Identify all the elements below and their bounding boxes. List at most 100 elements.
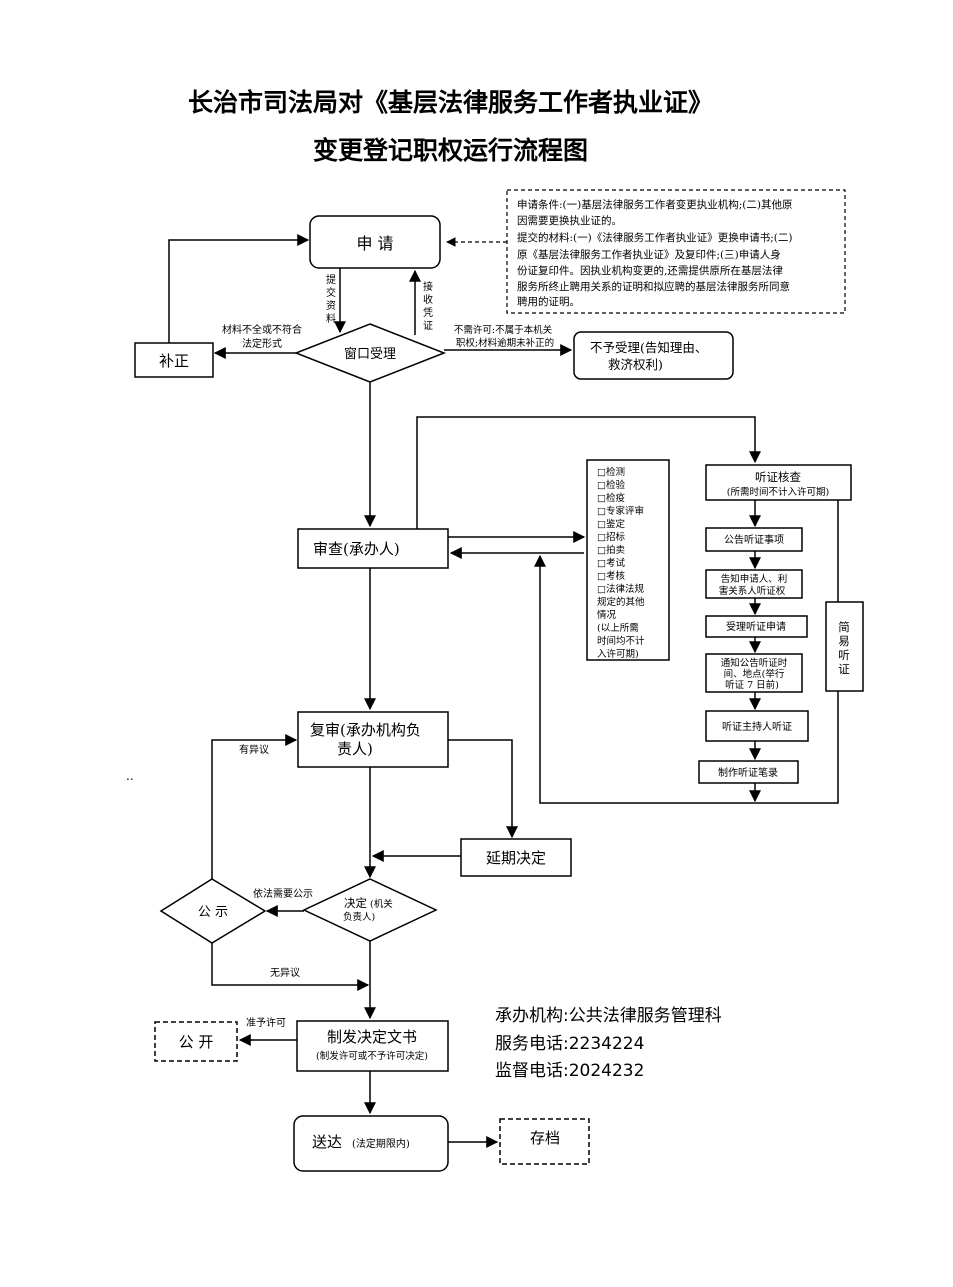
svg-text:□招标: □招标 [597,531,625,543]
svg-text:□检测: □检测 [597,466,625,478]
svg-text:凭: 凭 [423,306,433,319]
node-apply-label: 申 请 [356,234,393,253]
simple-hearing-box [825,601,864,692]
hearing-title-box [705,464,852,501]
objection-label: 有异议 [239,743,269,756]
node-review [297,528,449,569]
svg-text:情况: 情况 [597,609,617,621]
reject-label-2: 职权;材料逾期未补正的 [456,337,554,349]
checklist-items: □检测 □检验 □检疫 □专家评审 □鉴定 □招标 □拍卖 □考试 □考核 □法… [597,466,645,660]
hearing-step-4-line-1: 通知公告听证时 [721,657,788,669]
no-objection-label: 无异议 [270,967,300,979]
node-decide-sub-2: 负责人) [343,911,375,923]
svg-text:服务所终止聘用关系的证明和拟应聘的基层法律服务所同意: 服务所终止聘用关系的证明和拟应聘的基层法律服务所同意 [517,280,790,293]
svg-text:□拍卖: □拍卖 [597,544,625,556]
svg-text:聘用的证明。: 聘用的证明。 [517,295,580,308]
node-deliver-sub: (法定期限内) [352,1137,410,1150]
submit-label: 提 交 资 料 [326,274,336,325]
hearing-step-6 [698,760,799,784]
supplement-to-apply-arrow [168,234,310,343]
hearing-step-4-line-3: 听证 7 日前) [725,679,779,691]
hearing-step-1 [705,527,803,552]
node-reject-line-2: 救济权利) [608,357,663,372]
svg-text:易: 易 [838,634,850,648]
node-publicize-label: 公 示 [198,905,228,920]
svg-text:份证复印件。因执业机构变更的,还需提供原所在基层法律: 份证复印件。因执业机构变更的,还需提供原所在基层法律 [517,264,783,277]
svg-text:提交的材料:(一)《法律服务工作者执业证》更换申请书;(二): 提交的材料:(一)《法律服务工作者执业证》更换申请书;(二) [517,231,792,244]
node-reject [573,331,734,380]
node-archive [499,1118,590,1165]
node-decide-sub-1: (机关 [370,898,393,910]
node-open-label: 公 开 [179,1033,214,1051]
receipt-label: 接 收 凭 证 [423,280,433,332]
need-public-label: 依法需要公示 [253,887,313,900]
recheck-to-delay-arrow [448,739,518,839]
node-window-label: 窗口受理 [344,346,396,362]
node-delay-label: 延期决定 [486,849,546,867]
node-supplement-label: 补正 [159,352,189,370]
no-objection-arrow [211,943,370,991]
node-issue-sub: (制发许可或不予许可决定) [316,1050,428,1062]
node-deliver-main: 送达 [312,1133,342,1151]
svg-text:□检验: □检验 [597,479,625,491]
node-issue [296,1020,449,1072]
svg-text:交: 交 [326,286,336,299]
hearing-step-2-line-1: 告知申请人、利 [721,573,788,585]
svg-text:□法律法规: □法律法规 [597,583,644,595]
node-decide [302,878,438,942]
node-delay [460,838,572,877]
svg-text:□考试: □考试 [597,557,625,569]
review-to-hearing-arrow [416,416,761,529]
info-dept: 承办机构:公共法律服务管理科 [495,1006,722,1026]
objection-arrow [211,734,298,879]
hearing-step-5 [705,710,809,742]
reject-label-1: 不需许可:不属于本机关 [454,324,553,336]
title-line-2: 变更登记职权运行流程图 [313,136,589,165]
node-deliver [293,1115,449,1172]
node-supplement [134,342,214,378]
svg-text:原《基层法律服务工作者执业证》及复印件;(三)申请人身: 原《基层法律服务工作者执业证》及复印件;(三)申请人身 [517,248,781,261]
svg-text:(以上所需: (以上所需 [597,623,639,634]
conditions-note-text: 申请条件:(一)基层法律服务工作者变更执业机构;(二)其他原 因需要更换执业证的… [517,198,792,308]
hearing-step-2-line-2: 害关系人听证权 [719,585,786,597]
node-issue-main: 制发决定文书 [327,1028,417,1046]
svg-text:料: 料 [326,312,336,325]
hearing-step-1-label: 公告听证事项 [724,533,784,546]
svg-text:简: 简 [838,620,850,634]
hearing-step-6-label: 制作听证笔录 [718,766,778,779]
checklist-box [586,459,670,661]
node-recheck-line-2: 责人) [337,740,373,758]
svg-text:资: 资 [326,300,336,312]
node-decide-main: 决定 [344,896,367,910]
stray-mark: .. [126,769,134,783]
svg-text:证: 证 [423,320,433,332]
node-archive-label: 存档 [530,1129,560,1147]
svg-text:□专家评审: □专家评审 [597,505,644,517]
svg-text:申请条件:(一)基层法律服务工作者变更执业机构;(二)其他原: 申请条件:(一)基层法律服务工作者变更执业机构;(二)其他原 [517,198,792,211]
title-line-1: 长治市司法局对《基层法律服务工作者执业证》 [188,88,714,117]
node-review-label: 审查(承办人) [313,540,400,558]
hearing-note: (所需时间不计入许可期) [727,486,829,498]
svg-text:证: 证 [838,662,850,676]
svg-text:因需要更换执业证的。: 因需要更换执业证的。 [517,214,622,227]
node-apply [309,215,441,269]
approve-label: 准予许可 [246,1017,286,1029]
node-recheck-line-1: 复审(承办机构负 [310,721,421,739]
svg-text:□考核: □考核 [597,570,625,582]
svg-text:□检疫: □检疫 [597,492,625,504]
svg-text:听: 听 [838,648,850,662]
hearing-step-4-line-2: 间、地点(举行 [724,668,785,680]
incomplete-label-1: 材料不全或不符合 [222,323,302,336]
info-supervise: 监督电话:2024232 [495,1061,645,1081]
svg-text:接: 接 [423,280,433,293]
hearing-step-5-label: 听证主持人听证 [722,720,792,733]
hearing-step-2 [705,569,803,599]
svg-text:规定的其他: 规定的其他 [597,596,645,608]
svg-text:收: 收 [423,293,433,306]
svg-text:时间均不计: 时间均不计 [597,635,645,647]
simple-hearing-label: 简 易 听 证 [838,620,850,676]
incomplete-label-2: 法定形式 [242,337,282,350]
hearing-step-4 [705,653,803,693]
info-phone: 服务电话:2234224 [495,1034,645,1054]
